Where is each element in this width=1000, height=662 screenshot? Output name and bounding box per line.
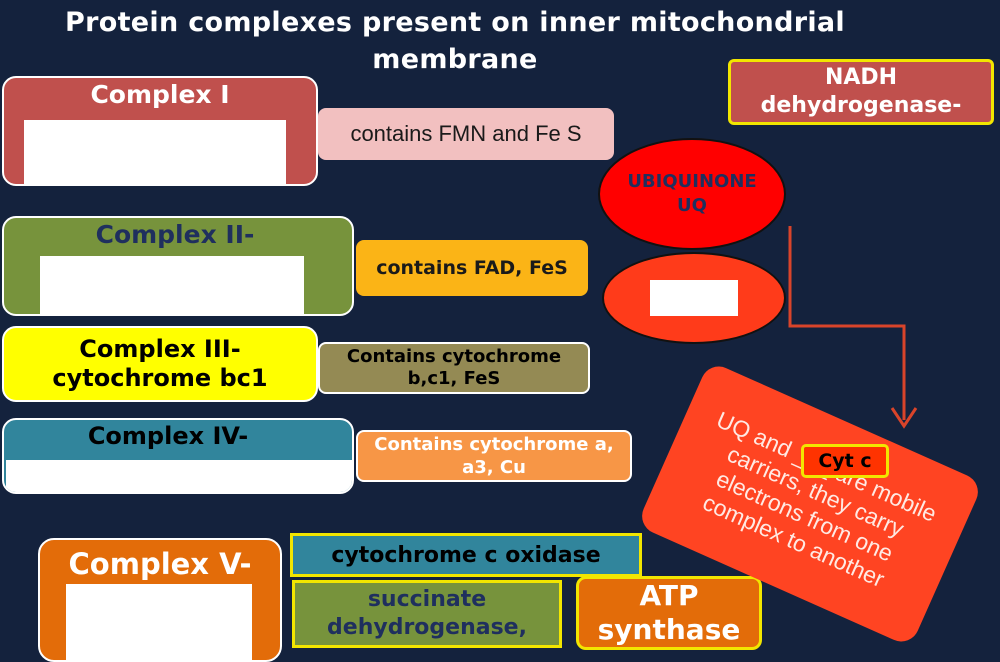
- complex-2-box: Complex II-: [2, 216, 354, 316]
- slide-title: Protein complexes present on inner mitoc…: [65, 7, 845, 75]
- complex-4-box: Complex IV-: [2, 418, 354, 494]
- complex-3-description: Contains cytochrome b,c1, FeS: [318, 342, 590, 394]
- complex-2-label: Complex II-: [95, 220, 255, 249]
- cyt-c-answer: Cyt c: [801, 444, 889, 478]
- succinate-dehydrogenase-answer: succinate dehydrogenase,: [292, 580, 562, 648]
- complex-4-label: Complex IV-: [87, 422, 249, 450]
- complex-1-box: Complex I: [2, 76, 318, 186]
- complex-5-box: Complex V-: [38, 538, 282, 662]
- complex-3-label: Complex III- cytochrome bc1: [52, 335, 268, 392]
- complex-5-label: Complex V-: [68, 547, 252, 581]
- complex-5-answer-blank[interactable]: [66, 584, 252, 660]
- cytochrome-c-oxidase-answer: cytochrome c oxidase: [290, 533, 642, 577]
- complex-4-answer-blank[interactable]: [6, 460, 352, 492]
- complex-2-description: contains FAD, FeS: [356, 240, 588, 296]
- carrier-2-ellipse: [602, 252, 786, 344]
- complex-2-answer-blank[interactable]: [40, 256, 304, 314]
- complex-1-description: contains FMN and Fe S: [318, 108, 614, 160]
- complex-3-box: Complex III- cytochrome bc1: [2, 326, 318, 402]
- connector-arrow: [788, 226, 918, 429]
- nadh-dehydrogenase-answer: NADH dehydrogenase-: [728, 59, 994, 125]
- ubiquinone-ellipse: UBIQUINONE UQ: [598, 138, 786, 250]
- complex-1-label: Complex I: [90, 80, 230, 109]
- carrier-2-answer-blank[interactable]: [650, 280, 738, 316]
- atp-synthase-answer: ATP synthase: [576, 576, 762, 650]
- complex-1-answer-blank[interactable]: [24, 120, 286, 184]
- complex-4-description: Contains cytochrome a, a3, Cu: [356, 430, 632, 482]
